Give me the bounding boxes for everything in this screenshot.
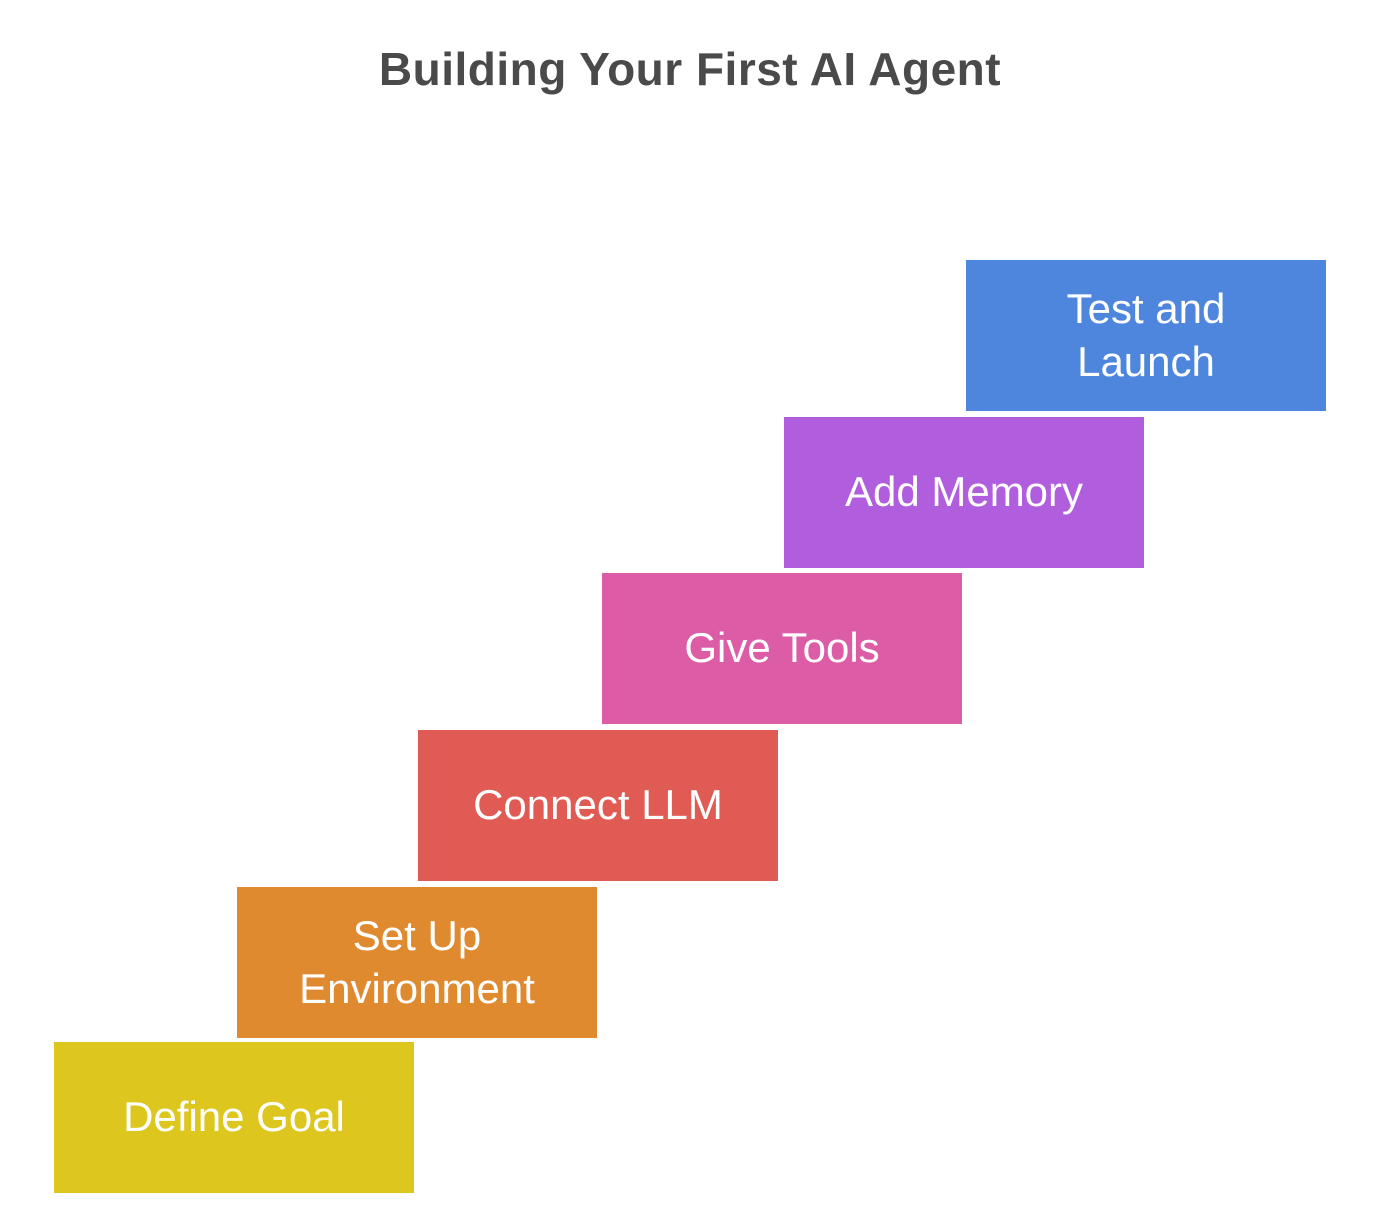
step-box-define-goal: Define Goal — [54, 1042, 414, 1193]
diagram-title: Building Your First AI Agent — [378, 43, 1002, 95]
step-box-add-memory: Add Memory — [784, 417, 1144, 568]
step-label: Define Goal — [123, 1093, 345, 1141]
step-label: Test and Launch — [1066, 285, 1226, 385]
step-box-set-up-environment: Set Up Environment — [237, 887, 597, 1038]
step-box-give-tools: Give Tools — [602, 573, 962, 724]
step-box-test-and-launch: Test and Launch — [966, 260, 1326, 411]
step-label: Connect LLM — [473, 781, 723, 829]
step-box-connect-llm: Connect LLM — [418, 730, 778, 881]
step-label: Set Up Environment — [299, 912, 535, 1012]
step-label: Give Tools — [684, 624, 880, 672]
step-label: Add Memory — [844, 468, 1084, 516]
